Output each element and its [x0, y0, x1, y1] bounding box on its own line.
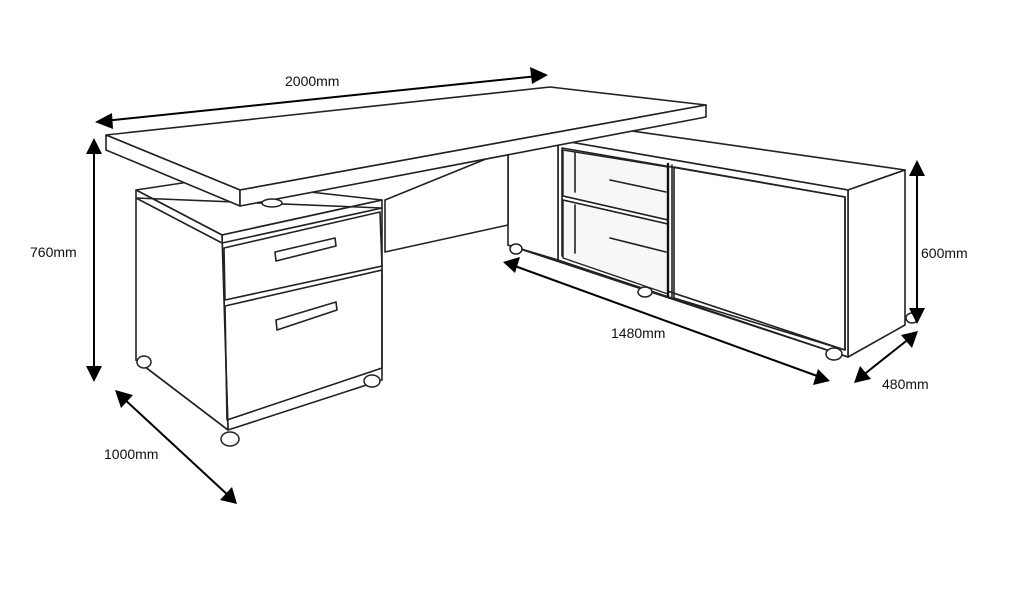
desk-height-label: 760mm: [30, 244, 77, 260]
arrow-head: [86, 138, 102, 154]
arrow-head: [854, 366, 871, 383]
arrow-head: [901, 331, 918, 348]
arrow-head: [115, 390, 133, 408]
arrow-head: [530, 67, 548, 84]
width-dimension-line: [103, 75, 539, 122]
desk-top: [105, 86, 707, 208]
arrow-head: [909, 308, 925, 324]
modesty-panel: [384, 149, 509, 253]
depth-dimension-line: [121, 396, 231, 498]
arrow-head: [909, 160, 925, 176]
mobile-pedestal: [135, 179, 383, 447]
arrow-head: [86, 366, 102, 382]
cabinet-length-label: 1480mm: [611, 325, 666, 341]
cabinet-depth-label: 480mm: [882, 376, 929, 392]
arrow-head: [220, 487, 237, 504]
dimension-arrows: [86, 67, 925, 504]
arrow-head: [813, 369, 830, 385]
cabinet-height-label: 600mm: [921, 245, 968, 261]
desk-width-label: 2000mm: [285, 73, 340, 89]
cabinet-depth-dimension-line: [861, 337, 911, 377]
arrow-head: [503, 257, 520, 273]
cabinet-length-dimension-line: [511, 264, 821, 378]
side-cabinet: [507, 129, 919, 361]
arrow-head: [95, 113, 113, 129]
desk-depth-label: 1000mm: [104, 446, 159, 462]
